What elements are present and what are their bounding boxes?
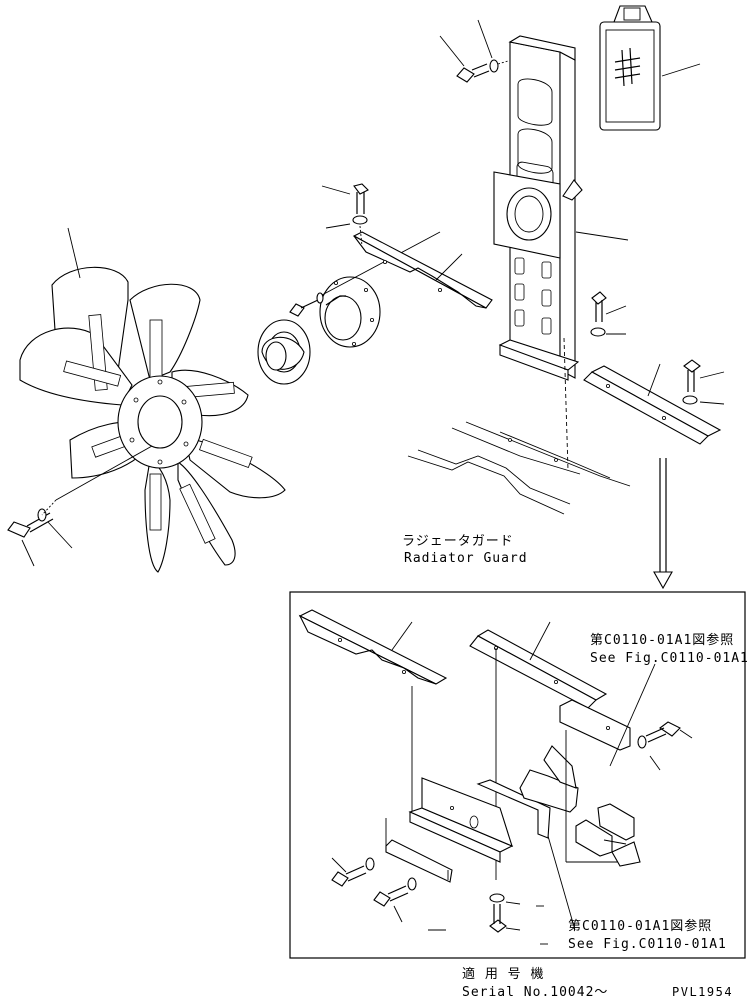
radiator-guard-frame [493,35,629,471]
see-fig-upper-leader [609,663,656,767]
chassis-frame [407,421,631,515]
detail-inset-box [289,591,746,959]
radiator-guard-jp-label: ラジェータガード [402,534,514,549]
inset-lower-bolts [331,857,548,945]
upper-left-bracket [321,183,493,309]
frame-side-bolt [590,291,627,337]
inset-lower-left-bracket [385,777,551,883]
see-fig-en-lower: See Fig.C0110-01A1 [568,937,727,952]
radiator-guard-en-label: Radiator Guard [404,551,528,566]
drawing-code: PVL1954 [672,985,733,998]
inset-side-covers [519,699,693,867]
top-bolt-and-washer [439,19,519,83]
see-fig-en-upper: See Fig.C0110-01A1 [590,651,749,666]
inset-left-bracket [298,609,448,820]
fan-spacer-and-pulley [257,231,441,385]
inset-right-bracket [469,621,608,880]
serial-en-label: Serial No.10042～ [462,985,608,998]
cooling-fan [19,227,286,573]
upper-right-bracket [583,359,725,445]
radiator-core [599,5,701,131]
see-fig-jp-upper: 第C0110-01A1図参照 [590,632,734,648]
fan-bolt-and-washer [7,445,153,567]
see-fig-jp-lower: 第C0110-01A1図参照 [568,918,712,934]
see-fig-lower-leader [547,835,576,931]
serial-change-arrow [653,458,673,590]
serial-jp-label: 適 用 号 機 [462,966,544,982]
